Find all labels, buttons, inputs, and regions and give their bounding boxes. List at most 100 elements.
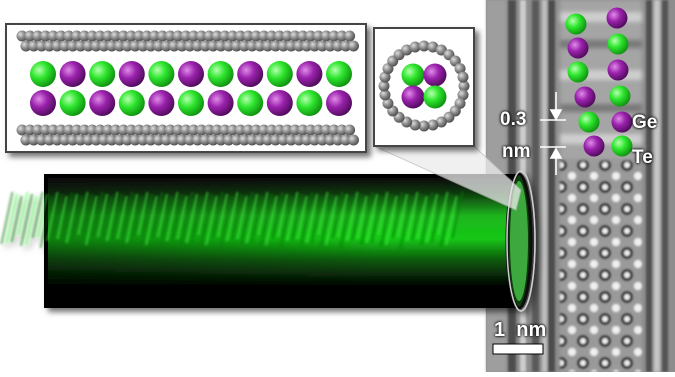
carbon-atom xyxy=(254,134,266,146)
tube-streak xyxy=(197,192,209,235)
tube-streak xyxy=(219,196,233,248)
carbon-atom xyxy=(316,40,328,52)
tube-streak xyxy=(279,196,293,248)
carbon-atom xyxy=(117,30,129,42)
carbon-atom xyxy=(277,134,289,146)
ge-atom xyxy=(578,111,600,133)
carbon-atom xyxy=(117,124,129,136)
carbon-atom xyxy=(262,40,274,52)
ge-atom xyxy=(607,33,629,55)
carbon-atom xyxy=(24,124,36,136)
carbon-atom xyxy=(293,40,305,52)
carbon-atom xyxy=(289,124,301,136)
carbon-atom xyxy=(133,30,145,42)
carbon-atom xyxy=(153,134,164,146)
tube-streak xyxy=(5,194,19,243)
carbon-atom xyxy=(379,89,391,101)
element-ge-label: Ge xyxy=(632,112,658,133)
carbon-atom xyxy=(207,40,219,52)
tube-streak xyxy=(185,194,199,243)
tube-streak xyxy=(296,196,308,239)
tube-streak xyxy=(116,196,128,239)
tube-streak xyxy=(391,192,404,238)
tube-streak xyxy=(236,196,248,239)
tube-streak xyxy=(36,194,49,237)
te-atom xyxy=(574,86,596,108)
te-atom xyxy=(296,61,323,87)
carbon-atom xyxy=(238,134,250,146)
carbon-atom xyxy=(94,124,106,136)
tube-streak xyxy=(225,192,239,241)
te-atom xyxy=(326,90,352,116)
carbon-atom xyxy=(231,134,242,146)
carbon-atom xyxy=(98,134,110,146)
tube-streak xyxy=(405,192,419,241)
carbon-atom xyxy=(238,40,250,52)
carbon-atom xyxy=(285,40,297,52)
carbon-atom xyxy=(71,124,83,136)
carbon-atom xyxy=(435,116,447,128)
ge-atom xyxy=(423,85,447,109)
carbon-atom xyxy=(121,40,133,52)
te-atom xyxy=(567,37,589,59)
tube-streak xyxy=(31,192,44,238)
ge-atom xyxy=(207,61,234,87)
carbon-atom xyxy=(137,134,149,146)
carbon-atom xyxy=(47,124,59,136)
carbon-atom xyxy=(231,40,242,52)
tube-streak xyxy=(345,192,359,241)
tube-streak xyxy=(139,194,154,246)
tube-streak xyxy=(300,192,314,244)
carbon-atom xyxy=(16,124,28,136)
carbon-atom xyxy=(277,40,289,52)
tube-streak xyxy=(377,192,389,235)
tube-streak xyxy=(410,194,424,240)
te-atom xyxy=(607,59,629,81)
carbon-atom xyxy=(203,30,215,42)
ge-atom xyxy=(266,61,293,87)
carbon-atom xyxy=(203,124,215,136)
carbon-atom xyxy=(270,134,281,146)
carbon-atom xyxy=(332,134,344,146)
tube-streak xyxy=(165,192,179,241)
carbon-atom xyxy=(188,30,200,42)
ge-atom xyxy=(609,85,631,107)
spacing-unit-label: nm xyxy=(502,141,531,162)
carbon-atom xyxy=(254,40,266,52)
carbon-atom xyxy=(160,40,172,52)
element-te-label: Te xyxy=(632,147,653,168)
carbon-atom xyxy=(427,119,439,131)
tube-streak xyxy=(77,192,89,235)
carbon-atom xyxy=(98,40,110,52)
carbon-atom xyxy=(234,30,246,42)
tube-streak xyxy=(216,194,229,237)
tube-streak xyxy=(120,192,134,244)
te-atom xyxy=(237,61,264,87)
tube-streak xyxy=(60,192,74,244)
tube-streak xyxy=(290,194,304,240)
carbon-atom xyxy=(320,30,332,42)
tube-streak xyxy=(0,192,14,244)
carbon-atom xyxy=(63,124,75,136)
carbon-atom xyxy=(192,134,203,146)
ge-atom xyxy=(237,90,264,116)
carbon-atom xyxy=(172,30,184,42)
carbon-atom xyxy=(16,30,28,42)
carbon-atom xyxy=(110,124,122,136)
carbon-atom xyxy=(184,134,196,146)
carbon-atom xyxy=(305,30,317,42)
tube-streak xyxy=(70,196,83,242)
carbon-atom xyxy=(137,40,149,52)
carbon-atom xyxy=(281,124,293,136)
carbon-atom xyxy=(156,124,168,136)
tube-streak xyxy=(451,192,464,238)
tube-streak xyxy=(317,192,329,235)
ge-atom xyxy=(30,61,56,87)
te-atom xyxy=(606,7,628,29)
carbon-atom xyxy=(258,124,270,136)
tube-streak xyxy=(17,192,29,235)
ge-atom xyxy=(118,90,145,116)
carbon-atom xyxy=(176,40,188,52)
tube-streak xyxy=(339,196,353,248)
